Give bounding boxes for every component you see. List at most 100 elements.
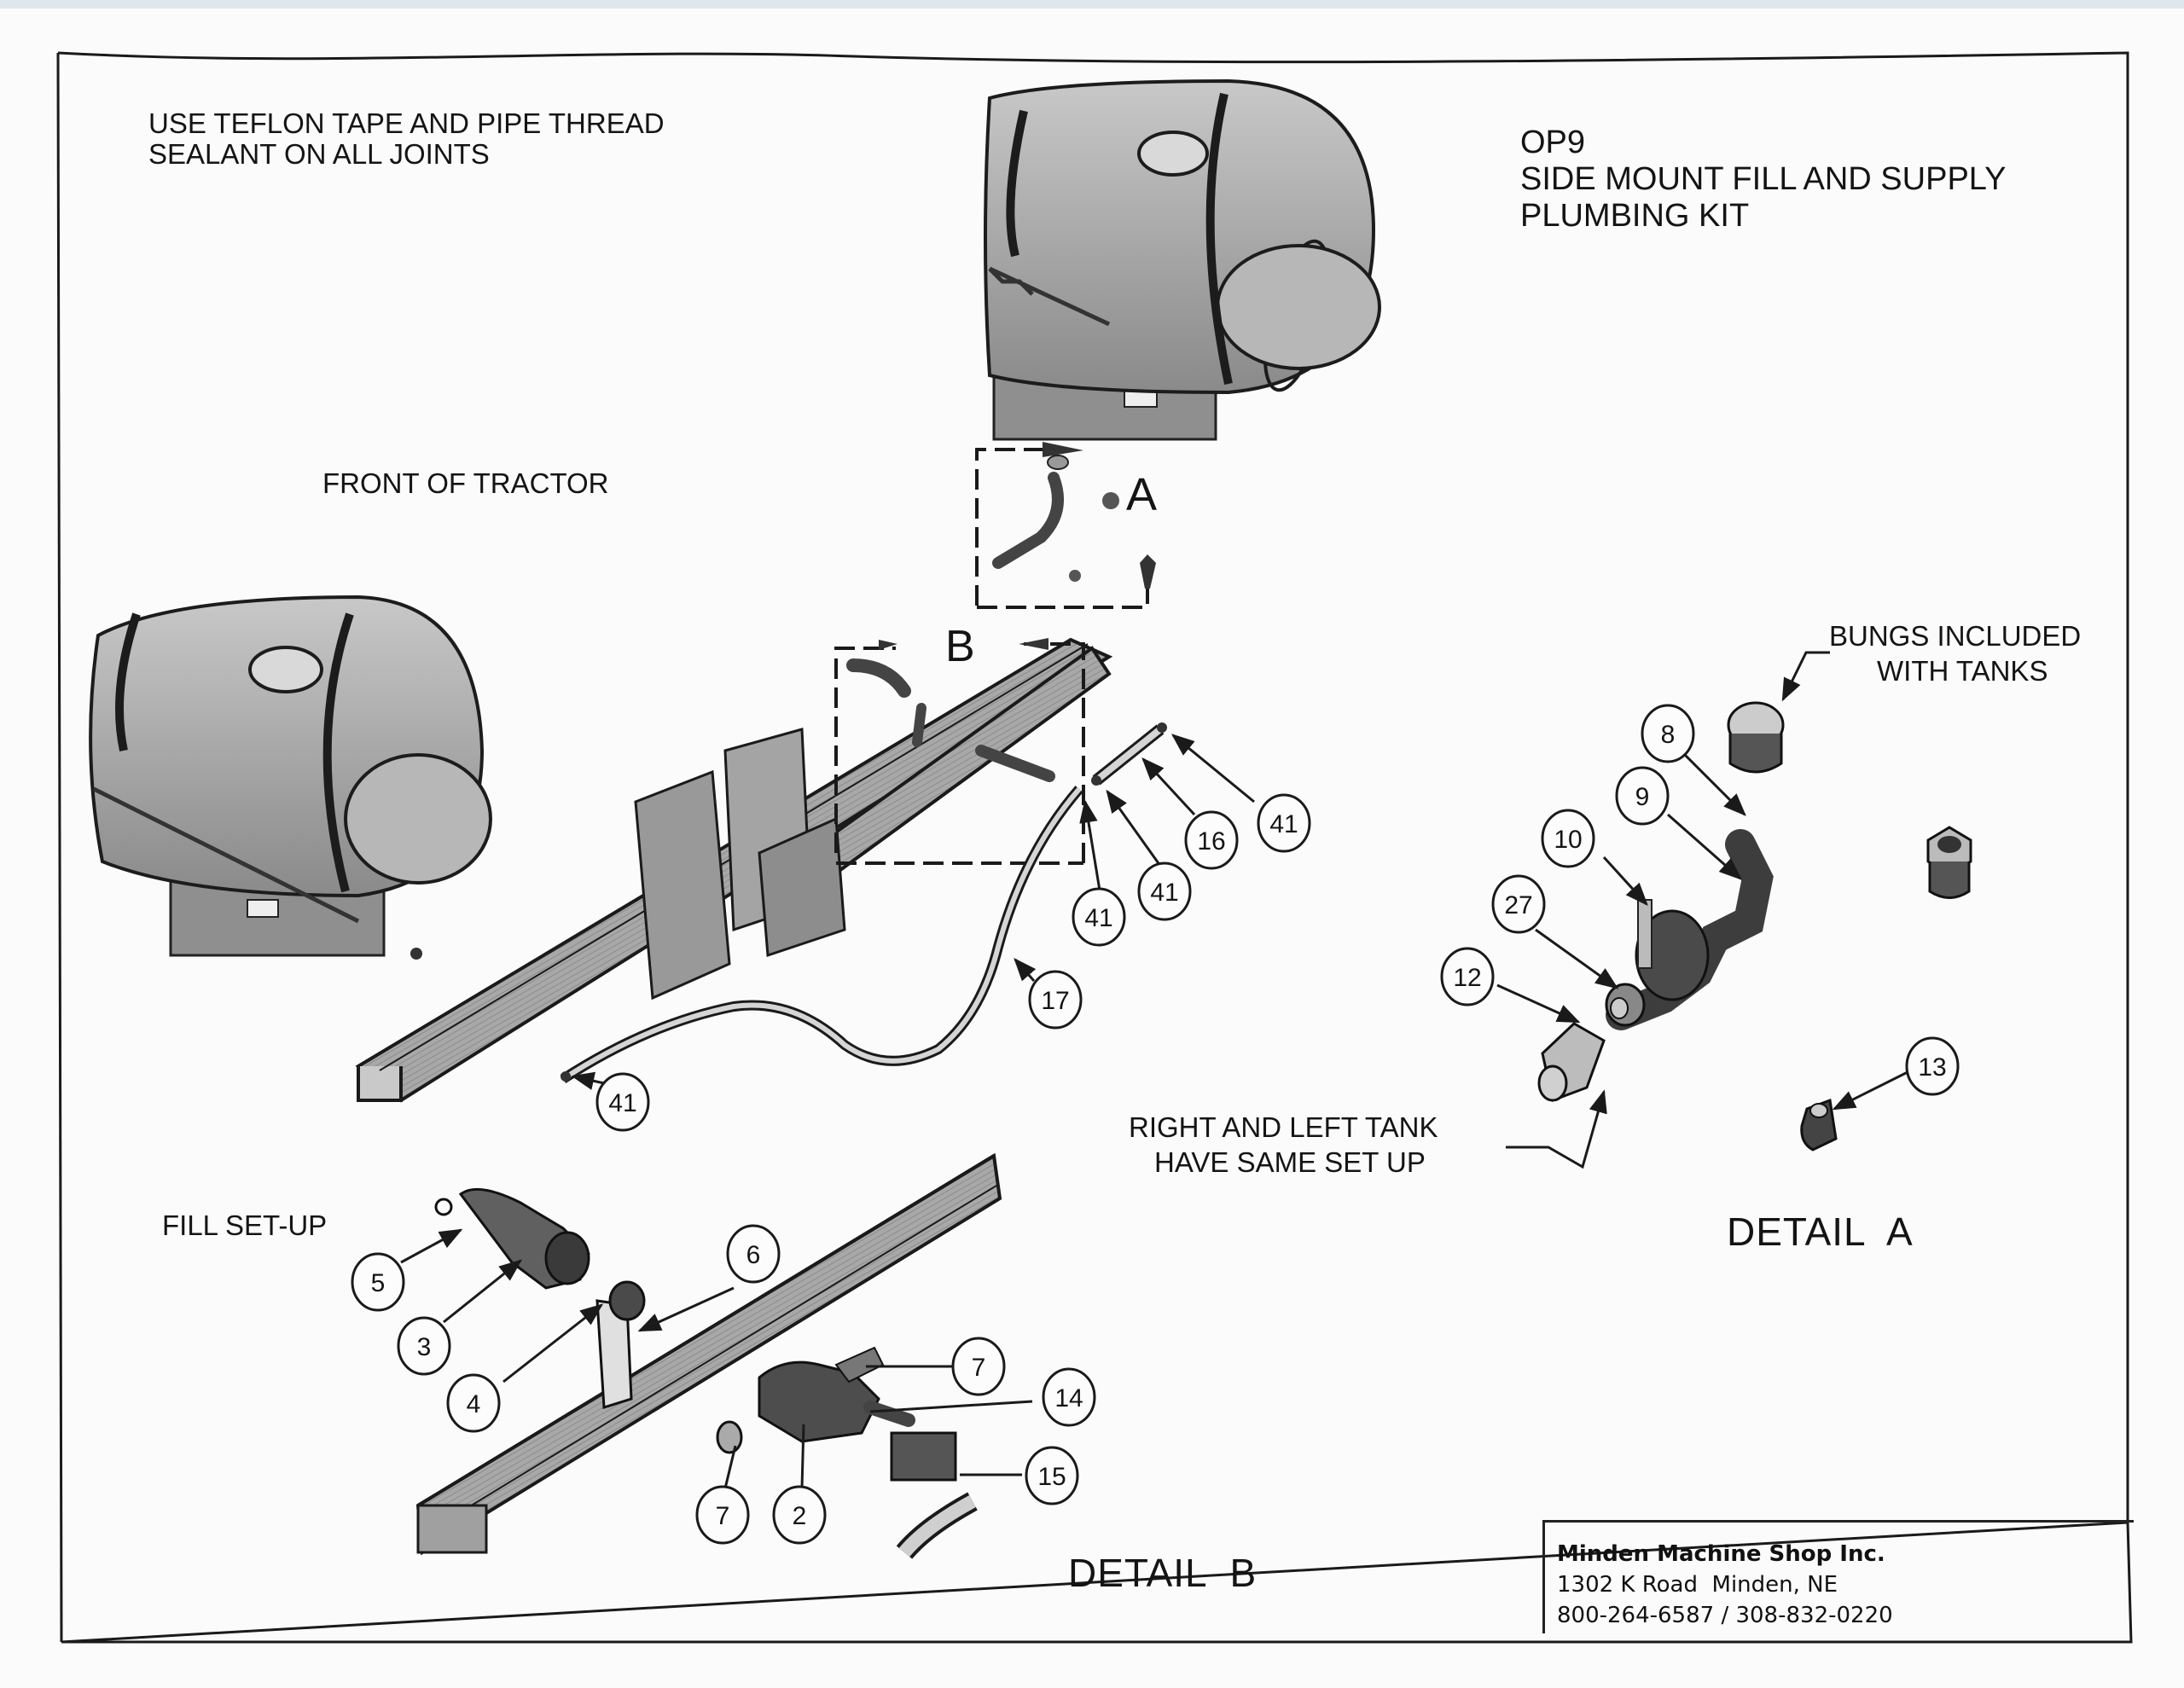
callout-number: 2 (793, 1502, 807, 1530)
callout-circle (726, 1224, 781, 1284)
front-of-tractor-label: FRONT OF TRACTOR (322, 467, 609, 499)
callout-number: 27 (1504, 891, 1532, 919)
bungs-note-line1: BUNGS INCLUDED (1829, 620, 2082, 652)
hose-17 (560, 786, 1083, 1084)
callout-bubble-15: 15 (1025, 1446, 1079, 1505)
callout-bubble-7: 7 (695, 1485, 750, 1545)
sheet-border-left (56, 52, 63, 1643)
callout-layer: 41 16 41 41 17 41 8 9 10 27 12 13 5 3 4 6 7 14 15 7 2 (351, 704, 1960, 1545)
callout-number: 7 (972, 1354, 986, 1382)
callout-circle (1025, 1446, 1079, 1505)
callout-number: 6 (746, 1241, 761, 1269)
callout-number: 41 (1084, 904, 1112, 932)
callout-circle (695, 1485, 750, 1545)
callout-circle (1491, 874, 1546, 934)
callout-number: 12 (1453, 964, 1481, 992)
callout-bubble-41: 41 (1072, 887, 1126, 947)
callout-circle (772, 1485, 827, 1545)
callout-bubble-9: 9 (1615, 766, 1670, 826)
callout-number: 15 (1037, 1463, 1066, 1491)
callout-circle (1072, 887, 1126, 947)
sealant-note-line1: USE TEFLON TAPE AND PIPE THREAD (148, 107, 665, 139)
callout-circle (1541, 809, 1595, 868)
callout-number: 9 (1635, 783, 1650, 811)
callout-bubble-7: 7 (951, 1337, 1006, 1396)
callout-number: 41 (608, 1089, 636, 1117)
same-setup-note-line1: RIGHT AND LEFT TANK (1129, 1111, 1438, 1143)
detail-a-leaders (1496, 651, 1912, 1169)
callout-circle (951, 1337, 1006, 1396)
callout-bubble-14: 14 (1042, 1367, 1096, 1427)
callout-circle (446, 1373, 501, 1433)
callout-bubble-27: 27 (1491, 874, 1546, 934)
callout-circle (1641, 704, 1695, 763)
callout-circle (1615, 766, 1670, 826)
kit-code: OP9 (1520, 125, 1586, 160)
callout-bubble-41: 41 (1137, 861, 1192, 921)
callout-bubble-41: 41 (595, 1072, 650, 1132)
detail-b-leaders (400, 1228, 1033, 1489)
callout-number: 14 (1054, 1384, 1083, 1412)
tank-left (89, 595, 492, 960)
callout-bubble-6: 6 (726, 1224, 781, 1284)
callout-bubble-4: 4 (446, 1373, 501, 1433)
kit-title-line2: PLUMBING KIT (1520, 198, 1750, 234)
section-a-marker (975, 442, 1156, 609)
callout-bubble-10: 10 (1541, 809, 1595, 868)
callout-circle (595, 1072, 650, 1132)
callout-bubble-12: 12 (1440, 947, 1495, 1006)
main-leaders (571, 734, 1255, 1090)
callout-circle (351, 1252, 405, 1312)
callout-bubble-2: 2 (772, 1485, 827, 1545)
section-b-marker (834, 638, 1085, 865)
sealant-note-line2: SEALANT ON ALL JOINTS (148, 138, 490, 170)
company-name: Minden Machine Shop Inc. (1557, 1541, 1885, 1567)
callout-bubble-8: 8 (1641, 704, 1695, 763)
sheet-border (57, 51, 2133, 1644)
callout-number: 8 (1661, 721, 1676, 749)
callout-number: 41 (1150, 879, 1178, 907)
callout-bubble-5: 5 (351, 1252, 405, 1312)
callout-circle (397, 1316, 451, 1376)
callout-number: 41 (1269, 810, 1298, 838)
tank-right (984, 78, 1381, 441)
callout-number: 7 (716, 1502, 730, 1530)
detail-b-label: DETAIL B (1068, 1551, 1258, 1595)
callout-number: 17 (1041, 987, 1069, 1015)
callout-bubble-41: 41 (1257, 793, 1311, 853)
kit-title-line1: SIDE MOUNT FILL AND SUPPLY (1520, 161, 2007, 197)
callout-number: 13 (1918, 1053, 1946, 1082)
title-block: Minden Machine Shop Inc. 1302 K Road Min… (1542, 1520, 2134, 1633)
callout-number: 4 (467, 1390, 481, 1418)
callout-circle (1905, 1036, 1960, 1096)
scan-edge (0, 0, 2184, 9)
section-b-letter: B (945, 622, 975, 671)
company-address: 1302 K Road Minden, NE (1557, 1572, 1838, 1598)
callout-bubble-13: 13 (1905, 1036, 1960, 1096)
callout-circle (1257, 793, 1311, 853)
callout-bubble-3: 3 (397, 1316, 451, 1376)
callout-number: 16 (1197, 827, 1225, 856)
callout-circle (1184, 810, 1239, 870)
callout-number: 5 (371, 1269, 386, 1297)
detail-a-assembly (1537, 701, 1972, 1151)
callout-circle (1137, 861, 1192, 921)
same-setup-note-line2: HAVE SAME SET UP (1154, 1146, 1426, 1178)
callout-bubble-16: 16 (1184, 810, 1239, 870)
detail-a-label: DETAIL A (1727, 1209, 1914, 1254)
hose-16 (1091, 722, 1167, 786)
detail-b-assembly (415, 1152, 1002, 1559)
company-phones: 800-264-6587 / 308-832-0220 (1557, 1603, 1893, 1628)
callout-circle (1042, 1367, 1096, 1427)
callout-bubble-17: 17 (1028, 970, 1083, 1030)
callout-number: 10 (1554, 826, 1582, 854)
tractor-frame (355, 637, 1113, 1103)
callout-number: 3 (417, 1333, 432, 1361)
section-a-letter: A (1126, 469, 1157, 520)
fill-setup-label: FILL SET-UP (162, 1209, 328, 1241)
callout-circle (1028, 970, 1083, 1030)
callout-circle (1440, 947, 1495, 1006)
bungs-note-line2: WITH TANKS (1877, 655, 2048, 687)
